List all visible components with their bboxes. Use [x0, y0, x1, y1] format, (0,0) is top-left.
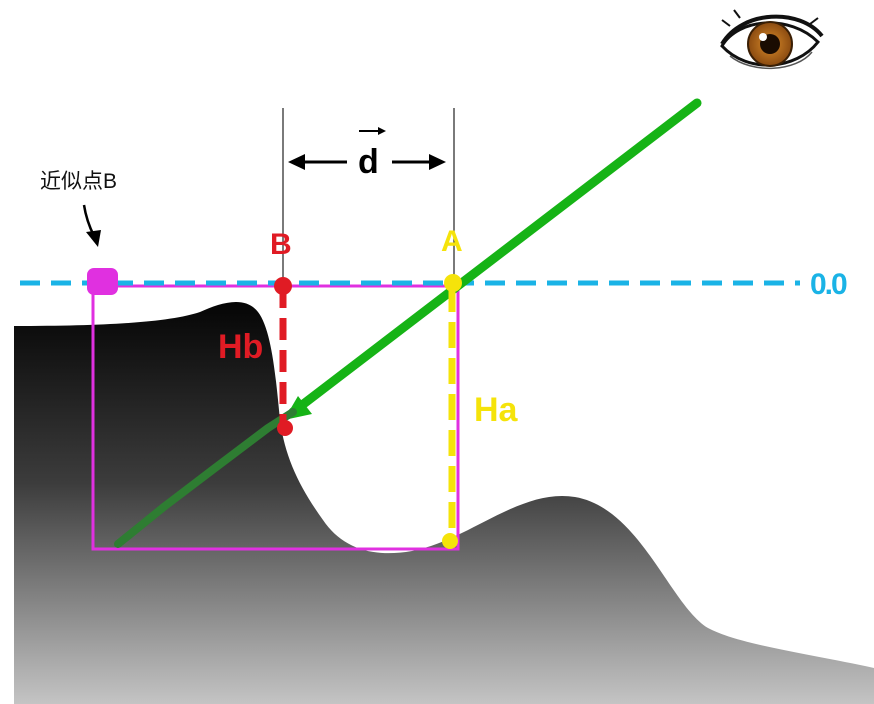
distance-arrow [288, 127, 446, 170]
point-a-label: A [441, 225, 463, 258]
point-b-label: B [270, 228, 292, 261]
ha-label: Ha [474, 391, 519, 429]
height-surface [14, 302, 874, 704]
approx-point-marker [87, 268, 118, 295]
a-surface-marker [442, 533, 458, 549]
zero-level-label: 0.0 [810, 268, 847, 301]
distance-label: d [358, 143, 379, 181]
pointer-arrow [82, 204, 101, 247]
b-surface-marker [277, 420, 293, 436]
eye-icon [720, 9, 824, 69]
approx-point-label: 近似点B [40, 170, 117, 193]
view-ray [288, 98, 702, 417]
b-point-marker [274, 277, 292, 295]
a-point-marker [444, 274, 462, 292]
view-ray-under-surface [114, 408, 297, 548]
hb-label: Hb [218, 328, 263, 366]
